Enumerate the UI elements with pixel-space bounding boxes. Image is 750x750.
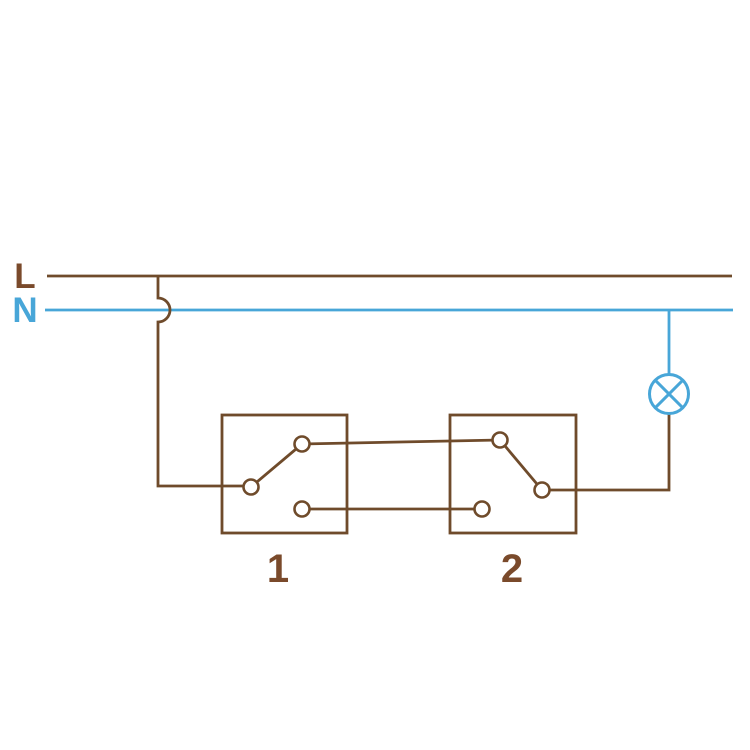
diagram-labels: L N 1 2 bbox=[12, 257, 523, 591]
switch-2-common-terminal bbox=[533, 481, 551, 499]
lamp-cross-line-2 bbox=[654, 379, 684, 409]
switch-1-label: 1 bbox=[267, 547, 289, 591]
lamp-return-wire bbox=[542, 414, 671, 492]
traveler-wire-top bbox=[301, 438, 501, 446]
switch-2-bottom-terminal bbox=[473, 500, 491, 518]
switch-terminals bbox=[242, 431, 551, 518]
neutral-label: N bbox=[12, 291, 37, 330]
switch-2-box bbox=[448, 413, 578, 535]
phase-label: L bbox=[14, 257, 35, 296]
switch-2-label: 2 bbox=[501, 547, 523, 591]
switch-2-lever bbox=[498, 439, 544, 491]
phase-drop-wire-with-hop bbox=[156, 277, 251, 488]
switch-1-common-terminal bbox=[242, 478, 260, 496]
phase-conductors bbox=[47, 274, 732, 535]
neutral-conductors bbox=[45, 308, 733, 375]
lamp-icon bbox=[648, 373, 690, 415]
switch-1-bottom-terminal bbox=[293, 500, 311, 518]
switch-1-top-terminal bbox=[293, 435, 311, 453]
switch-2-top-terminal bbox=[491, 431, 509, 449]
switch-1-lever bbox=[250, 442, 303, 489]
switch-1-box bbox=[220, 413, 349, 535]
